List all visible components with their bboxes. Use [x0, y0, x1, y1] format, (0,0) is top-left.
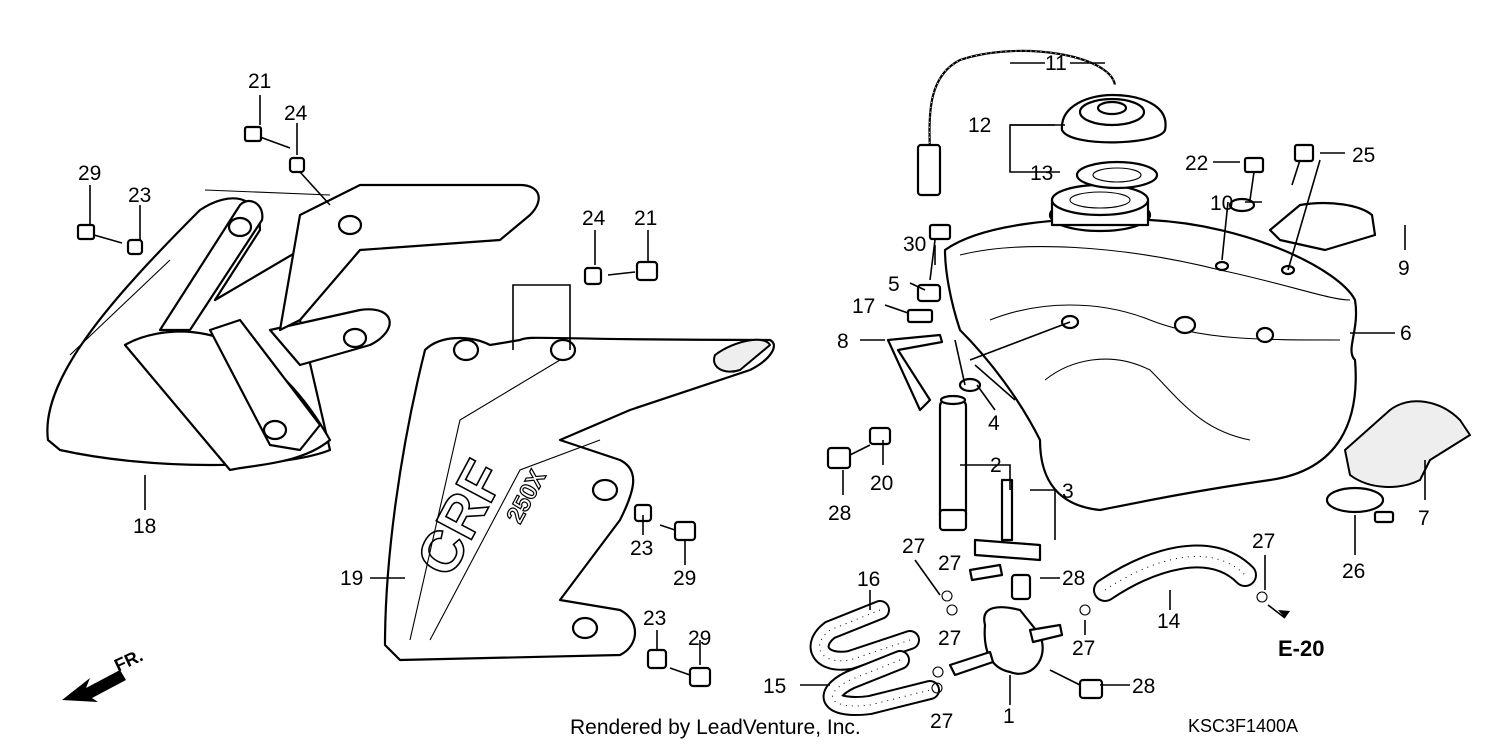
leader-lines: [89, 62, 1426, 705]
front-direction-indicator: FR.: [60, 645, 170, 715]
callout-29: 29: [673, 567, 696, 590]
callout-11: 11: [1045, 52, 1067, 75]
callout-29: 29: [688, 627, 711, 650]
callout-24: 24: [582, 207, 606, 230]
callout-30: 30: [903, 233, 926, 256]
callout-7: 7: [1418, 507, 1430, 530]
rendered-by-credit: Rendered by LeadVenture, Inc.: [570, 716, 861, 739]
callout-6: 6: [1400, 322, 1412, 345]
callout-17: 17: [852, 295, 875, 318]
callout-23: 23: [630, 537, 653, 560]
callout-27: 27: [938, 627, 961, 650]
callout-27: 27: [902, 535, 925, 558]
callout-4: 4: [988, 412, 1000, 435]
callout-13: 13: [1030, 162, 1053, 185]
diagram-code: KSC3F1400A: [1188, 716, 1299, 736]
fuel-cap-assembly: [916, 49, 1167, 197]
callout-22: 22: [1185, 152, 1208, 175]
callout-5: 5: [888, 273, 900, 296]
callout-27: 27: [930, 710, 953, 733]
fuel-valve-assembly: [938, 394, 1064, 677]
callout-14: 14: [1157, 610, 1181, 633]
callout-1: 1: [1003, 705, 1015, 728]
callout-28: 28: [1132, 675, 1155, 698]
callout-29: 29: [78, 162, 101, 185]
callout-3: 3: [1062, 480, 1074, 503]
left-shroud: [46, 183, 540, 472]
callout-9: 9: [1398, 257, 1410, 280]
callout-16: 16: [857, 568, 880, 591]
callout-18: 18: [133, 515, 156, 538]
fuel-tank: [943, 183, 1358, 512]
callout-28: 28: [1062, 567, 1085, 590]
callout-24: 24: [284, 102, 308, 125]
callout-25: 25: [1352, 144, 1375, 167]
callout-20: 20: [870, 472, 893, 495]
callout-27: 27: [1252, 530, 1275, 553]
arrow-icon: FR.: [62, 645, 146, 702]
callout-2: 2: [990, 454, 1002, 477]
fuel-hoses: [809, 544, 1257, 716]
callout-15: 15: [763, 675, 786, 698]
hardware: [76, 125, 1315, 700]
callout-23: 23: [128, 184, 151, 207]
callout-19: 19: [340, 567, 363, 590]
callout-8: 8: [837, 330, 849, 353]
callout-10: 10: [1210, 192, 1233, 215]
right-shroud: CRF 250X: [383, 336, 775, 662]
callout-23: 23: [643, 607, 666, 630]
callout-21: 21: [248, 70, 271, 93]
callout-28: 28: [828, 502, 851, 525]
front-label: FR.: [111, 650, 146, 676]
callout-27: 27: [1072, 637, 1095, 660]
callout-26: 26: [1342, 560, 1365, 583]
tank-mounts: [886, 201, 1471, 524]
callout-27: 27: [938, 552, 961, 575]
callout-21: 21: [634, 207, 657, 230]
callout-numbers: 21 24 29 23 18 24 21 19 23 29 23 29 11 1…: [78, 52, 1430, 733]
reference-link[interactable]: E-20: [1278, 636, 1325, 661]
callout-12: 12: [968, 114, 991, 137]
